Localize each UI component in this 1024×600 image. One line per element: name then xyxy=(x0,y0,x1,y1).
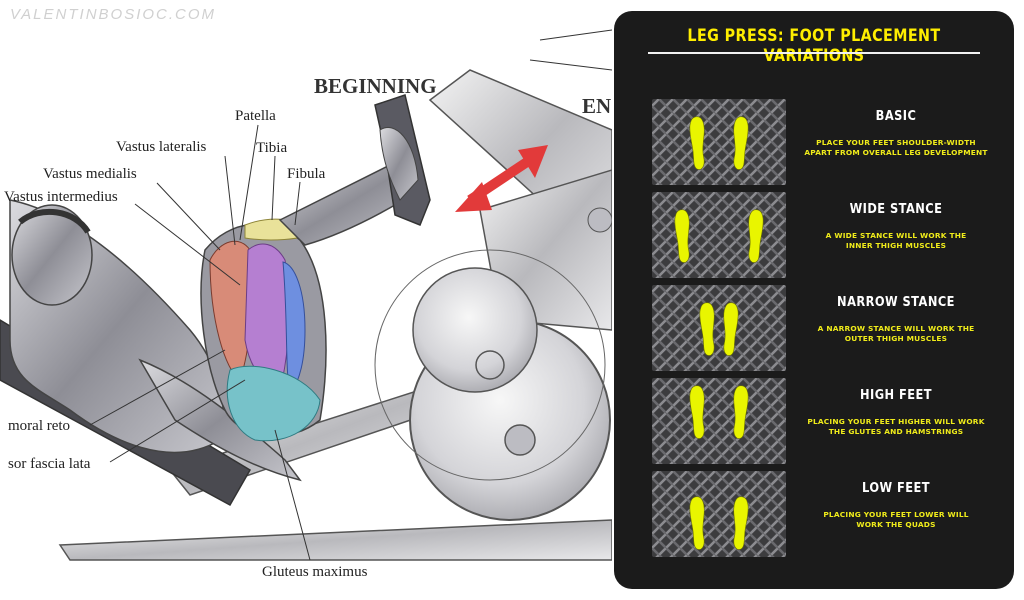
label-fibula: Fibula xyxy=(287,166,326,182)
variation-name: WIDE STANCE xyxy=(849,202,943,217)
variation-name: BASIC xyxy=(875,109,917,124)
variation-narrow-stance: NARROW STANCE A NARROW STANCE WILL WORK … xyxy=(614,285,1014,371)
beginning-label: BEGINNING xyxy=(314,74,437,98)
variation-description: PLACING YOUR FEET HIGHER WILL WORK THE G… xyxy=(796,417,996,437)
panel-title: LEG PRESS: FOOT PLACEMENT VARIATIONS xyxy=(687,26,941,66)
label-vastus-medialis: Vastus medialis xyxy=(43,166,137,182)
variation-name: HIGH FEET xyxy=(860,388,932,403)
variation-description: PLACE YOUR FEET SHOULDER-WIDTH APART FRO… xyxy=(796,138,996,158)
feet-narrow-icon xyxy=(652,285,786,371)
label-tibia: Tibia xyxy=(256,140,288,156)
feet-basic-icon xyxy=(652,99,786,185)
description-line-1: PLACING YOUR FEET LOWER WILL xyxy=(823,510,969,519)
label-vastus-lateralis: Vastus lateralis xyxy=(116,139,207,155)
label-tensor-fascia-lata: sor fascia lata xyxy=(8,456,91,472)
illustration-drawing xyxy=(0,29,612,561)
feet-wide-icon xyxy=(652,192,786,278)
description-line-1: PLACING YOUR FEET HIGHER WILL WORK xyxy=(807,417,985,426)
variation-name: LOW FEET xyxy=(862,481,930,496)
description-line-2: OUTER THIGH MUSCLES xyxy=(844,334,948,343)
end-label: EN xyxy=(582,94,612,118)
description-line-1: PLACE YOUR FEET SHOULDER-WIDTH xyxy=(816,138,976,147)
variation-high-feet: HIGH FEET PLACING YOUR FEET HIGHER WILL … xyxy=(614,378,1014,464)
title-divider xyxy=(648,52,980,54)
variation-low-feet: LOW FEET PLACING YOUR FEET LOWER WILL WO… xyxy=(614,471,1014,557)
variation-description: A NARROW STANCE WILL WORK THE OUTER THIG… xyxy=(796,324,996,344)
feet-high-icon xyxy=(652,378,786,464)
variation-wide-stance: WIDE STANCE A WIDE STANCE WILL WORK THE … xyxy=(614,192,1014,278)
foot-placement-panel: LEG PRESS: FOOT PLACEMENT VARIATIONS BAS… xyxy=(614,11,1014,589)
description-line-1: A WIDE STANCE WILL WORK THE xyxy=(825,231,967,240)
variation-description: A WIDE STANCE WILL WORK THE INNER THIGH … xyxy=(796,231,996,251)
label-gluteus-maximus: Gluteus maximus xyxy=(262,564,368,580)
label-vastus-intermedius: Vastus intermedius xyxy=(4,189,118,205)
description-line-2: INNER THIGH MUSCLES xyxy=(845,241,947,250)
label-femoral-reto: moral reto xyxy=(8,418,71,434)
description-line-1: A NARROW STANCE WILL WORK THE xyxy=(817,324,975,333)
leg-press-illustration: VALENTINBOSIOC.COM BEGINNING EN Patella … xyxy=(0,6,612,580)
variation-description: PLACING YOUR FEET LOWER WILL WORK THE QU… xyxy=(796,510,996,530)
description-line-2: THE GLUTES AND HAMSTRINGS xyxy=(828,427,964,436)
watermark: VALENTINBOSIOC.COM xyxy=(10,6,217,23)
description-line-2: WORK THE QUADS xyxy=(856,520,936,529)
description-line-2: APART FROM OVERALL LEG DEVELOPMENT xyxy=(804,148,988,157)
feet-low-icon xyxy=(652,471,786,557)
variation-basic: BASIC PLACE YOUR FEET SHOULDER-WIDTH APA… xyxy=(614,99,1014,185)
movement-arrow-icon xyxy=(455,145,548,212)
label-patella: Patella xyxy=(235,108,276,124)
variation-name: NARROW STANCE xyxy=(837,295,955,310)
